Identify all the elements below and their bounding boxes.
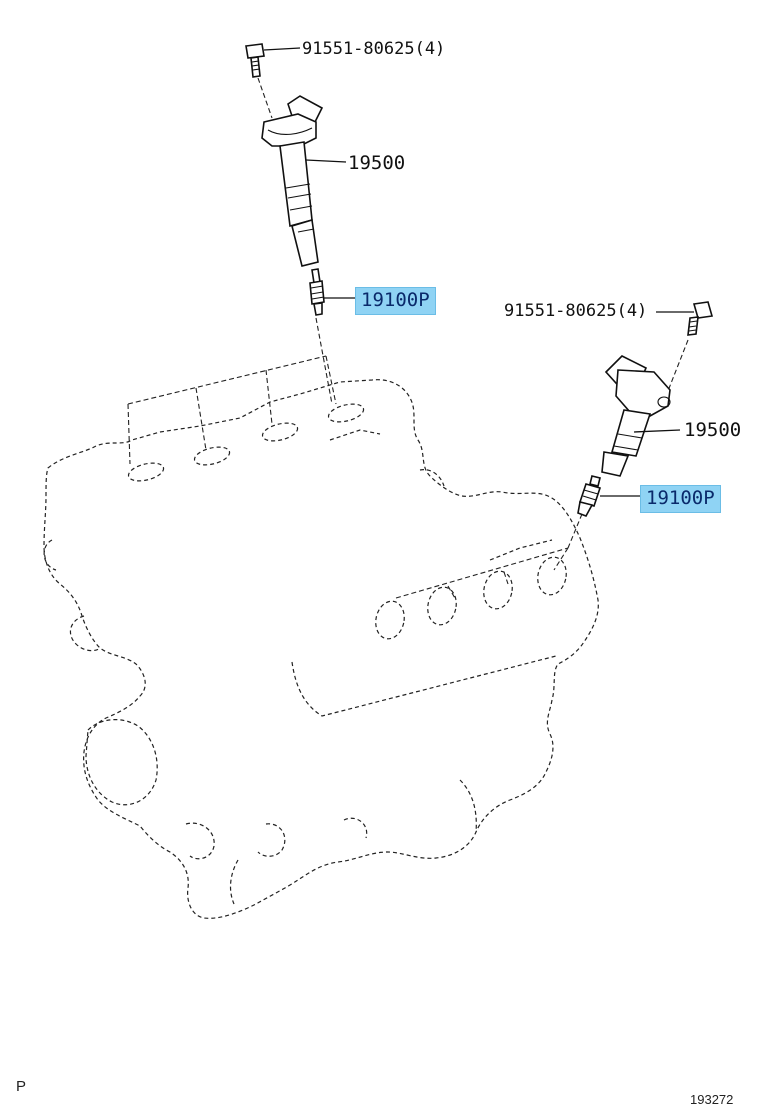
callout-plug-right[interactable]: 19100P — [640, 485, 721, 513]
top-ignition-coil — [261, 95, 347, 267]
right-ignition-coil — [601, 355, 681, 477]
callout-plug-top[interactable]: 19100P — [355, 287, 436, 315]
callout-bolt-right[interactable]: 91551-80625(4) — [504, 301, 648, 321]
right-bank-plug-holes — [375, 513, 583, 640]
callout-bolt-top[interactable]: 91551-80625(4) — [302, 39, 446, 59]
footer-left-code: P — [16, 1078, 27, 1095]
left-bank-plug-holes — [127, 317, 365, 482]
top-spark-plug — [309, 268, 356, 316]
top-bolt — [245, 43, 301, 119]
right-spark-plug — [577, 475, 640, 517]
illustration-number: 193272 — [690, 1092, 734, 1107]
engine-block-outline — [43, 379, 599, 919]
callout-coil-right[interactable]: 19500 — [684, 419, 742, 441]
right-bolt — [656, 301, 714, 397]
callout-coil-top[interactable]: 19500 — [348, 152, 406, 174]
